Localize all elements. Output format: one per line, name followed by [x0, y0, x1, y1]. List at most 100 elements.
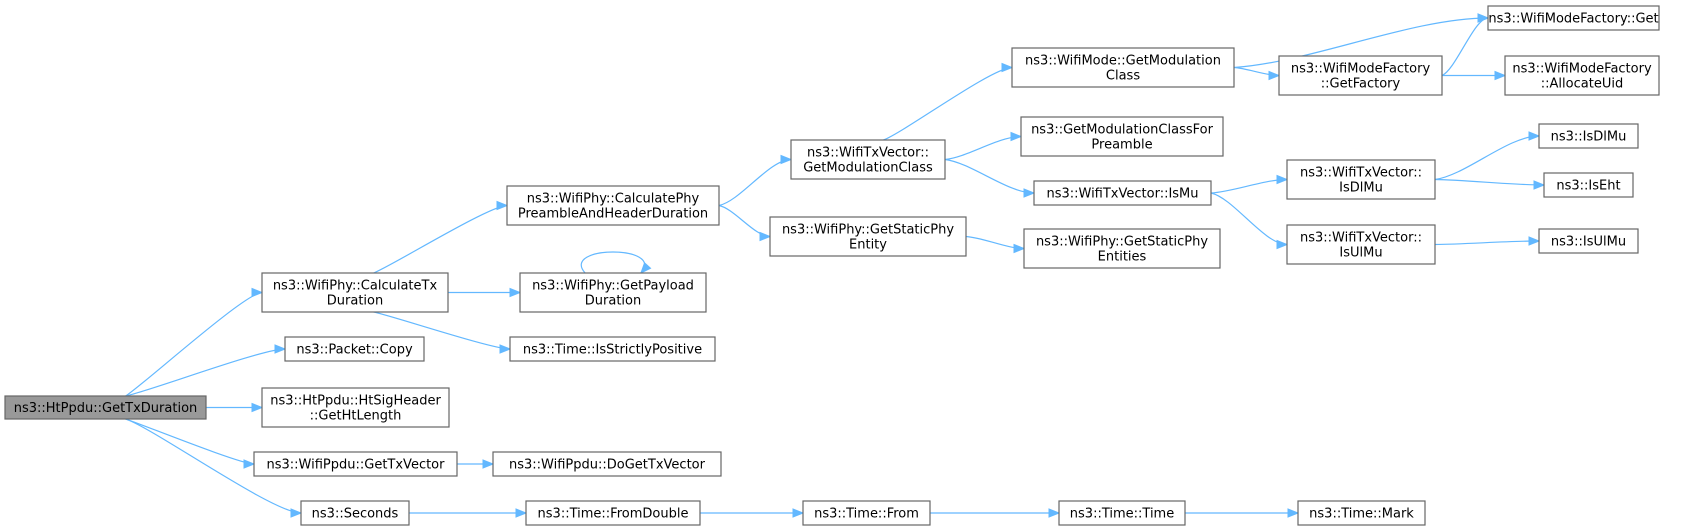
- node-label-line: ::GetFactory: [1321, 77, 1401, 92]
- node-label-line: ns3::Time::Time: [1070, 507, 1174, 522]
- node-root[interactable]: ns3::HtPpdu::GetTxDuration: [4, 395, 207, 420]
- edge-txvector-get-modulation-class-to-get-modulation-class-for-preamble: [944, 135, 1022, 161]
- node-box: [525, 500, 701, 526]
- edge-get-payload-duration-to-get-payload-duration: [581, 251, 645, 274]
- node-time-mark[interactable]: ns3::Time::Mark: [1297, 500, 1426, 526]
- node-label-line: Entity: [849, 238, 887, 253]
- node-get-ht-length[interactable]: ns3::HtPpdu::HtSigHeader::GetHtLength: [261, 387, 450, 428]
- node-label-line: ns3::Time::From: [814, 507, 919, 522]
- node-label-line: ns3::WifiPhy::GetStaticPhy: [782, 223, 954, 238]
- node-box: [1058, 500, 1186, 526]
- edge-txvector-is-mu-to-txvector-is-ul-mu-arrowhead: [1276, 239, 1289, 250]
- node-txvector-get-modulation-class[interactable]: ns3::WifiTxVector::GetModulationClass: [790, 139, 946, 180]
- node-box: [253, 451, 458, 477]
- node-do-get-tx-vector[interactable]: ns3::WifiPpdu::DoGetTxVector: [492, 451, 722, 477]
- node-box: [1033, 180, 1212, 206]
- edge-preamble-header-duration-to-txvector-get-modulation-class-arrowhead: [780, 154, 793, 165]
- node-box: [1543, 172, 1634, 198]
- node-label-line: ::GetHtLength: [310, 409, 402, 424]
- node-box: [1278, 55, 1443, 96]
- node-label-line: ns3::IsDlMu: [1551, 130, 1627, 145]
- edge-time-time-to-time-mark-arrowhead: [1287, 508, 1300, 518]
- node-box: [492, 451, 722, 477]
- edge-root-to-wifippdu-get-tx-vector: [125, 418, 255, 465]
- edge-txvector-get-modulation-class-to-wifimode-get-modulation-class-arrowhead: [1001, 62, 1014, 73]
- edge-txvector-is-dl-mu-to-is-eht: [1434, 178, 1545, 186]
- node-time-time[interactable]: ns3::Time::Time: [1058, 500, 1186, 526]
- node-label-line: ns3::WifiPhy::GetStaticPhy: [1036, 235, 1208, 250]
- edge-txvector-get-modulation-class-to-wifimode-get-modulation-class: [883, 66, 1013, 141]
- node-wifippdu-get-tx-vector[interactable]: ns3::WifiPpdu::GetTxVector: [253, 451, 458, 477]
- edge-mode-factory-get-factory-to-mode-factory-get-arrowhead: [1477, 13, 1490, 23]
- node-is-strictly-positive[interactable]: ns3::Time::IsStrictlyPositive: [509, 336, 716, 362]
- edge-root-to-wifippdu-get-tx-vector-arrowhead: [243, 459, 256, 469]
- edge-calculate-tx-duration-to-is-strictly-positive-arrowhead: [499, 344, 512, 354]
- node-packet-copy[interactable]: ns3::Packet::Copy: [284, 336, 425, 362]
- node-seconds[interactable]: ns3::Seconds: [300, 500, 410, 526]
- node-label-line: Duration: [585, 294, 641, 309]
- edge-txvector-get-modulation-class-to-txvector-is-mu: [944, 158, 1035, 194]
- edge-root-to-seconds: [125, 418, 302, 514]
- node-box: [1538, 123, 1639, 149]
- node-label-line: IsDlMu: [1339, 181, 1383, 196]
- node-label-line: ns3::WifiPpdu::DoGetTxVector: [509, 458, 706, 473]
- edge-root-to-get-ht-length-arrowhead: [251, 402, 264, 413]
- node-label-line: ns3::Seconds: [312, 507, 399, 522]
- node-label-line: ns3::WifiTxVector::: [807, 146, 929, 161]
- edge-txvector-get-modulation-class-to-txvector-is-mu-arrowhead: [1023, 188, 1036, 198]
- node-time-from[interactable]: ns3::Time::From: [802, 500, 931, 526]
- node-label-line: ns3::WifiTxVector::: [1300, 231, 1422, 246]
- node-label-line: Entities: [1098, 250, 1147, 265]
- node-is-ul-mu[interactable]: ns3::IsUlMu: [1538, 228, 1639, 254]
- node-mode-factory-allocate-uid[interactable]: ns3::WifiModeFactory::AllocateUid: [1504, 55, 1660, 96]
- node-is-eht[interactable]: ns3::IsEht: [1543, 172, 1634, 198]
- node-is-dl-mu[interactable]: ns3::IsDlMu: [1538, 123, 1639, 149]
- node-label-line: ns3::WifiPhy::CalculatePhy: [527, 192, 700, 207]
- node-box: [509, 336, 716, 362]
- node-label-line: ns3::WifiTxVector::IsMu: [1046, 187, 1198, 202]
- node-label-line: ns3::IsEht: [1556, 179, 1620, 194]
- node-mode-factory-get[interactable]: ns3::WifiModeFactory::Get: [1487, 5, 1660, 31]
- edge-txvector-is-dl-mu-to-is-eht-arrowhead: [1533, 180, 1546, 190]
- node-wifimode-get-modulation-class[interactable]: ns3::WifiMode::GetModulationClass: [1011, 47, 1235, 88]
- node-box: [1487, 5, 1660, 31]
- node-box: [506, 185, 720, 226]
- node-box: [519, 272, 707, 313]
- node-label-line: ns3::WifiModeFactory::Get: [1488, 12, 1658, 27]
- edge-get-static-phy-entity-to-get-static-phy-entities-arrowhead: [1013, 243, 1026, 254]
- node-txvector-is-mu[interactable]: ns3::WifiTxVector::IsMu: [1033, 180, 1212, 206]
- node-label-line: ns3::WifiModeFactory: [1512, 62, 1652, 77]
- node-box: [1011, 47, 1235, 88]
- edge-root-to-calculate-tx-duration: [125, 291, 263, 397]
- node-label-line: ::AllocateUid: [1541, 77, 1623, 92]
- node-label-line: ns3::HtPpdu::GetTxDuration: [14, 401, 198, 416]
- node-txvector-is-dl-mu[interactable]: ns3::WifiTxVector::IsDlMu: [1286, 159, 1436, 200]
- node-from-double[interactable]: ns3::Time::FromDouble: [525, 500, 701, 526]
- node-mode-factory-get-factory[interactable]: ns3::WifiModeFactory::GetFactory: [1278, 55, 1443, 96]
- node-txvector-is-ul-mu[interactable]: ns3::WifiTxVector::IsUlMu: [1286, 224, 1436, 265]
- node-label-line: ns3::Time::IsStrictlyPositive: [523, 343, 702, 358]
- node-label-line: ns3::WifiTxVector::: [1300, 166, 1422, 181]
- edge-seconds-to-from-double-arrowhead: [515, 508, 528, 518]
- node-preamble-header-duration[interactable]: ns3::WifiPhy::CalculatePhyPreambleAndHea…: [506, 185, 720, 226]
- edge-txvector-is-ul-mu-to-is-ul-mu-arrowhead: [1528, 236, 1541, 246]
- node-label-line: ns3::Time::FromDouble: [538, 507, 689, 522]
- node-box: [1020, 116, 1224, 157]
- node-label-line: GetModulationClass: [803, 161, 933, 176]
- node-box: [1286, 159, 1436, 200]
- edge-calculate-tx-duration-to-preamble-header-duration: [373, 204, 508, 274]
- edge-root-to-packet-copy-arrowhead: [274, 344, 287, 354]
- node-label-line: ns3::Time::Mark: [1309, 507, 1414, 522]
- node-label-line: Class: [1106, 69, 1140, 84]
- edge-calculate-tx-duration-to-preamble-header-duration-arrowhead: [496, 200, 509, 211]
- edge-preamble-header-duration-to-txvector-get-modulation-class: [718, 158, 792, 207]
- node-label-line: ns3::Packet::Copy: [296, 343, 413, 358]
- node-label-line: ns3::WifiPpdu::GetTxVector: [267, 458, 446, 473]
- edge-preamble-header-duration-to-get-static-phy-entity: [718, 204, 771, 238]
- node-label-line: ns3::WifiPhy::GetPayload: [532, 279, 694, 294]
